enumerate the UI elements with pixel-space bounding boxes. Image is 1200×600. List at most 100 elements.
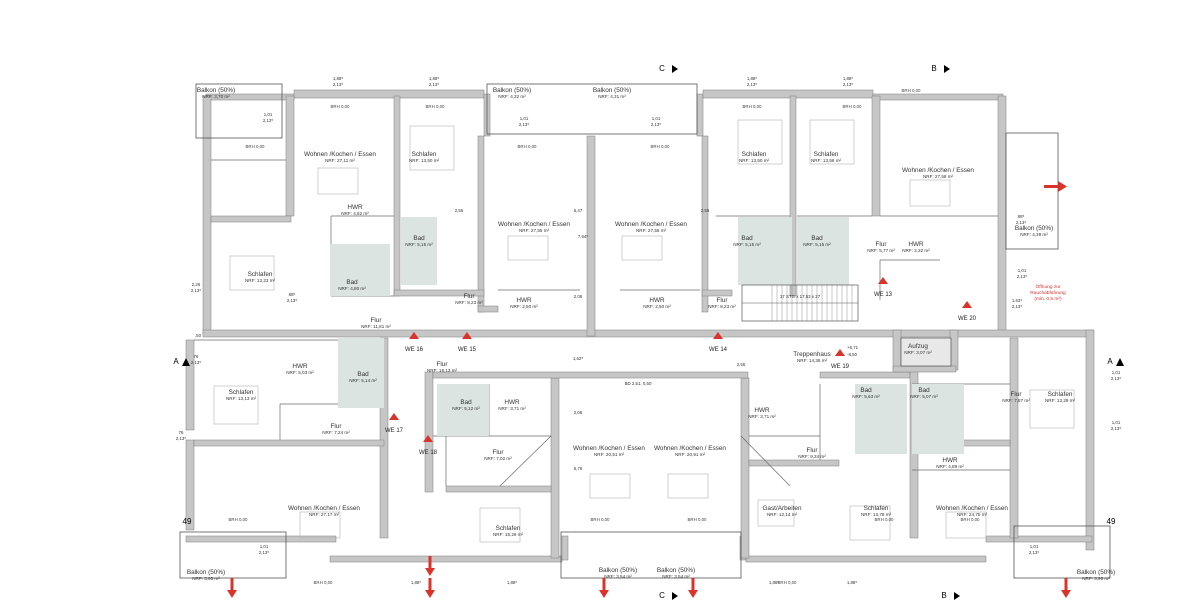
- room-area-schlafen: NRF: 13,29 m²: [1045, 398, 1076, 403]
- bathroom-fill: [437, 384, 489, 436]
- room-name-schlafen: Schlafen: [496, 525, 521, 532]
- dimension-label: 2,13⁵: [263, 118, 274, 123]
- room-name-bad: Bad: [357, 371, 369, 378]
- balcony-outline: [486, 83, 698, 135]
- wall: [550, 377, 560, 559]
- room-area-wohnen-kochen-essen: NRF: 20,51 m²: [594, 452, 625, 457]
- furniture: [809, 119, 855, 165]
- brh-label: BRH 0,00: [742, 104, 762, 109]
- furniture: [849, 505, 891, 541]
- wall: [819, 371, 911, 379]
- room-name-hwr: HWR: [292, 363, 308, 370]
- room-name-hwr: HWR: [754, 407, 770, 414]
- dimension-label: 2,13⁵: [191, 360, 202, 365]
- room-area-hwr: NRF: 2,32 m²: [902, 248, 930, 253]
- dimension-label: 1,62⁵: [573, 356, 584, 361]
- wall: [477, 135, 485, 313]
- room-area-schlafen: NRF: 13,23 m²: [245, 278, 276, 283]
- dimension-label: 1,01: [260, 544, 269, 549]
- room-name-bad: Bad: [346, 279, 358, 286]
- wall: [789, 95, 797, 297]
- section-marker-icon: [944, 65, 950, 73]
- room-name-hwr: HWR: [908, 241, 924, 248]
- room-area-bad: NRF: 5,15 m²: [803, 242, 831, 247]
- elevator-shaft: [900, 337, 952, 367]
- stair-level-bottom: -8,50: [847, 352, 858, 357]
- room-area-hwr: NRF: 3,71 m²: [748, 414, 776, 419]
- furniture: [945, 511, 987, 539]
- room-area-flur: NRF: 8,23 m²: [455, 300, 483, 305]
- entrance-label: WE 18: [419, 450, 438, 456]
- wall: [892, 329, 902, 371]
- wall: [702, 89, 874, 99]
- room-name-flur: Flur: [875, 241, 887, 248]
- room-name-wohnen-kochen-essen: Wohnen /Kochen / Essen: [615, 221, 687, 228]
- brh-label: BRH 0,00: [330, 104, 350, 109]
- wall: [393, 95, 401, 297]
- room-area-flur: NRF: 8,23 m²: [708, 304, 736, 309]
- room-area-hwr: NRF: 3,71 m²: [498, 406, 526, 411]
- room-area-balkon: NRF: 3,95 m²: [192, 576, 220, 581]
- room-name-wohnen-kochen-essen: Wohnen /Kochen / Essen: [902, 167, 974, 174]
- dimension-label: 2,13⁵: [1012, 304, 1023, 309]
- entrance-marker-icon: [878, 277, 888, 284]
- smoke-vent-note: Rauchabführung: [1030, 290, 1066, 296]
- room-area-wohnen-kochen-essen: NRF: 24,75 m²: [957, 512, 988, 517]
- partition: [740, 435, 791, 487]
- furniture: [909, 179, 951, 207]
- bathroom-fill: [912, 384, 964, 454]
- room-area-hwr: NRF: 4,89 m²: [936, 464, 964, 469]
- arrow-down-icon: [425, 590, 435, 598]
- arrow-down-icon: [691, 578, 695, 590]
- dimension-label: ,50: [195, 333, 202, 338]
- wall: [185, 339, 195, 431]
- room-name-hwr: HWR: [504, 399, 520, 406]
- room-area-schlafen: NRF: 13,50 m²: [739, 158, 770, 163]
- room-name-wohnen-kochen-essen: Wohnen /Kochen / Essen: [654, 445, 726, 452]
- room-name-flur: Flur: [1010, 391, 1022, 398]
- room-area-schlafen: NRF: 13,78 m²: [861, 512, 892, 517]
- room-name-hwr: HWR: [347, 204, 363, 211]
- room-area-bad: NRF: 5,12 m²: [452, 406, 480, 411]
- bathroom-fill: [330, 244, 390, 296]
- grid-axis-label: 49: [183, 517, 192, 526]
- brh-label: BRH 0,00: [650, 144, 670, 149]
- brh-label: BRH 0,00: [842, 104, 862, 109]
- arrow-down-icon: [599, 590, 609, 598]
- room-name-balkon: Balkon (50%): [657, 567, 695, 574]
- room-area-balkon: NRF: 3,54 m²: [604, 574, 632, 579]
- wall: [285, 95, 295, 217]
- room-name-balkon: Balkon (50%): [197, 87, 235, 94]
- dimension-label: 1,63⁵: [1012, 298, 1023, 303]
- room-name-bad: Bad: [413, 235, 425, 242]
- brh-label: BRH 0,00: [313, 580, 333, 585]
- wall: [329, 555, 563, 563]
- entrance-label: WE 19: [831, 364, 850, 370]
- furniture: [667, 473, 709, 499]
- dimension-label: 2,13⁵: [1029, 550, 1040, 555]
- bathroom-fill: [338, 338, 384, 408]
- stair-level-top: +6,71: [847, 345, 859, 350]
- dimension-label: 1,01: [1112, 420, 1121, 425]
- entrance-marker-icon: [409, 332, 419, 339]
- dimension-label: 2,13⁵: [176, 436, 187, 441]
- partition: [499, 435, 552, 487]
- dimension-label: 2,13⁵: [519, 122, 530, 127]
- dimension-label: 2,13⁵: [843, 82, 854, 87]
- room-name-schlafen: Schlafen: [742, 151, 767, 158]
- dimension-label: 2,13⁵: [1111, 426, 1122, 431]
- dimension-label: 1,01: [1030, 544, 1039, 549]
- dimension-label: 1,88⁵: [411, 580, 422, 585]
- section-marker-icon: [672, 592, 678, 600]
- dimension-label: 7,64⁵: [578, 234, 589, 239]
- balcony-outline: [195, 83, 283, 139]
- room-name-hwr: HWR: [516, 297, 532, 304]
- room-name-flur: Flur: [806, 447, 818, 454]
- room-area-aufzug: NRF: 3,07 m²: [904, 350, 932, 355]
- dimension-label: 1,88⁵: [429, 76, 440, 81]
- room-area-flur: NRF: 7,24 m²: [322, 430, 350, 435]
- dimension-label: 2,13⁵: [1016, 220, 1027, 225]
- dimension-label: BD 2,51, 0,50: [625, 381, 652, 386]
